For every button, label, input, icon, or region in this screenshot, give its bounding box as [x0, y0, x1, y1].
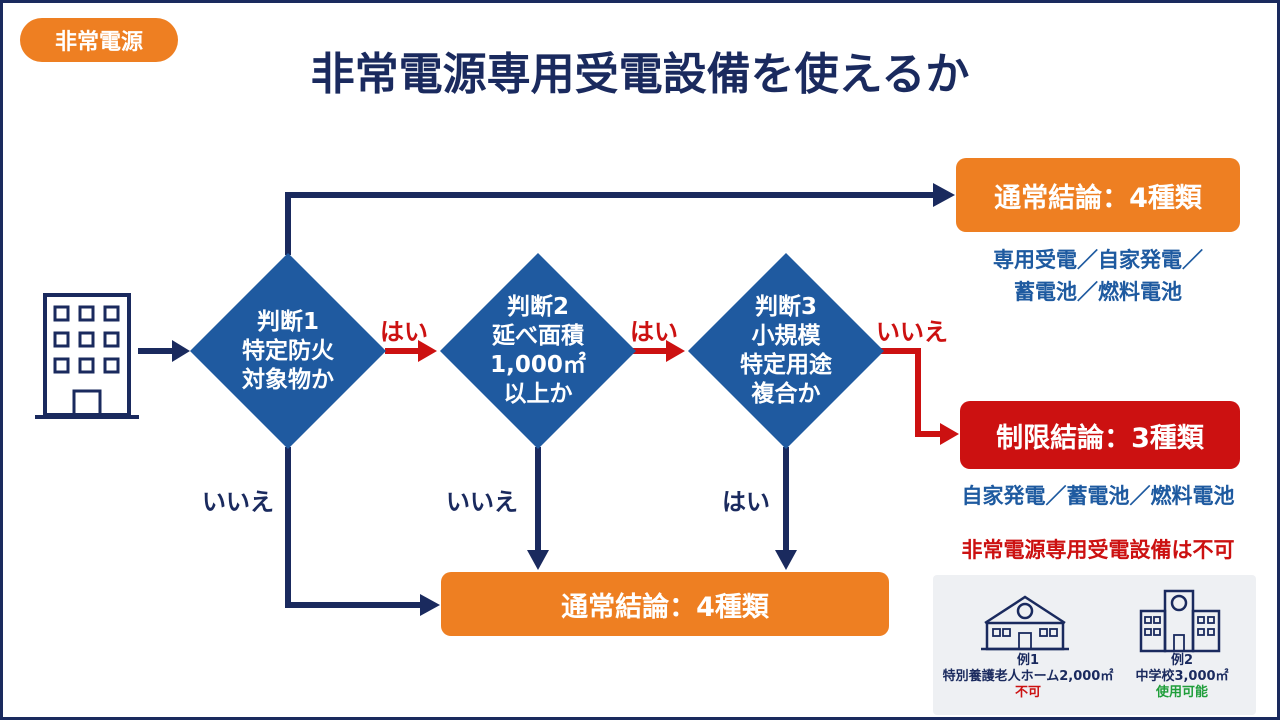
outcome-top-sub-line-1: 専用受電／自家発電／ [993, 248, 1203, 272]
nursing-home-icon [981, 595, 1069, 651]
decision-3-label: 判断3 [754, 294, 817, 320]
edge-label-d1-no: いいえ [202, 488, 274, 516]
example-1-name: 特別養護老人ホーム2,000㎡ [942, 669, 1114, 684]
outcome-restricted-sub: 自家発電／蓄電池／燃料電池 [961, 484, 1235, 508]
decision-1-line-1: 特定防火 [242, 337, 334, 364]
edge-label-d2-no: いいえ [446, 488, 518, 516]
restricted-warning: 非常電源専用受電設備は不可 [961, 538, 1235, 562]
school-icon [1139, 589, 1221, 653]
decision-1-line-2: 対象物か [242, 366, 334, 393]
outcome-bottom-box: 通常結論：4種類 [441, 572, 889, 636]
edge-label-d3-yes: はい [722, 488, 770, 516]
decision-3-line-2: 特定用途 [740, 352, 832, 378]
example-icons [981, 589, 1221, 653]
building-icon [35, 293, 139, 419]
arrow-d1-no [285, 447, 422, 608]
outcome-top-box: 通常結論：4種類 [956, 158, 1240, 232]
edge-label-d1-yes: はい [380, 318, 428, 346]
edge-label-d2-yes: はい [630, 318, 678, 346]
example-2-name: 中学校3,000㎡ [1135, 669, 1229, 684]
page-title: 非常電源専用受電設備を使えるか [310, 49, 970, 100]
example-2: 例2 中学校3,000㎡ 使用可能 [1119, 653, 1245, 701]
decision-diamond-1 [190, 253, 386, 449]
decision-2-line-3: 以上か [503, 381, 573, 407]
example-1-title: 例1 [1016, 653, 1040, 668]
category-tag: 非常電源 [20, 18, 178, 62]
decision-3-text: 判断3 小規模 特定用途 複合か [706, 278, 866, 424]
outcome-restricted-box: 制限結論：3種類 [960, 401, 1240, 469]
decision-2-line-2: 1,000㎡ [490, 352, 586, 378]
decision-1-text: 判断1 特定防火 対象物か [208, 285, 368, 417]
decision-2-line-1: 延べ面積 [492, 323, 584, 349]
outcome-top-sub: 専用受電／自家発電／ 蓄電池／燃料電池 [940, 244, 1256, 308]
decision-diamond-2 [440, 253, 636, 449]
outcome-top-sub-line-2: 蓄電池／燃料電池 [1014, 280, 1182, 304]
example-1-result: 不可 [1014, 685, 1041, 700]
example-2-result: 使用可能 [1155, 685, 1208, 700]
arrow-d1-top [285, 192, 935, 255]
example-2-title: 例2 [1170, 653, 1194, 668]
decision-2-text: 判断2 延べ面積 1,000㎡ 以上か [458, 278, 618, 424]
edge-label-d3-no: いいえ [876, 318, 948, 346]
decision-3-line-3: 複合か [751, 381, 821, 407]
arrow-d3-no [880, 348, 942, 437]
example-1: 例1 特別養護老人ホーム2,000㎡ 不可 [933, 653, 1123, 701]
decision-diamond-3 [688, 253, 884, 449]
decision-2-label: 判断2 [506, 294, 569, 320]
examples-panel: 例1 特別養護老人ホーム2,000㎡ 不可 例2 中学校3,000㎡ 使用可能 [933, 575, 1256, 715]
decision-3-line-1: 小規模 [751, 323, 821, 349]
decision-1-label: 判断1 [256, 308, 319, 335]
